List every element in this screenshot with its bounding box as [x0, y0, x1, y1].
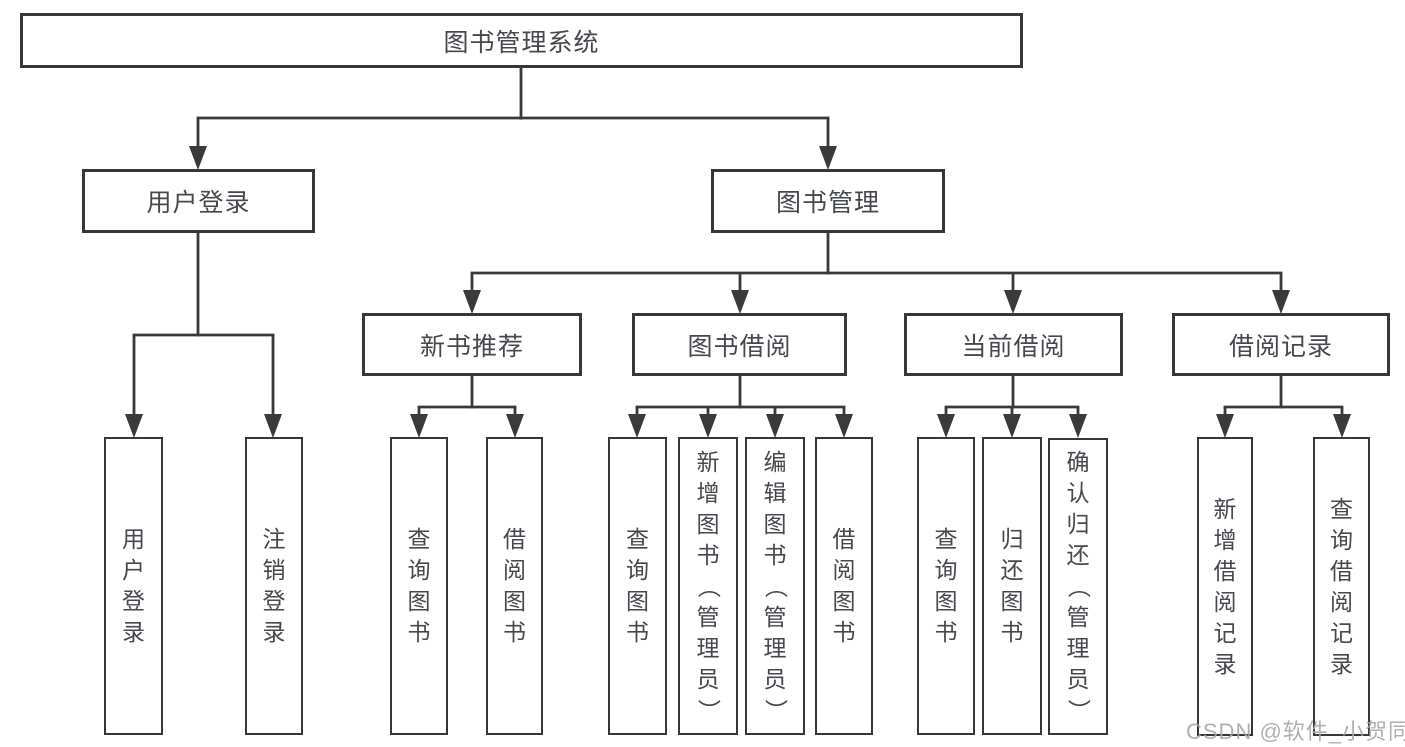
node-user-login: 用户登录 [82, 169, 315, 233]
node-borrow-record: 借阅记录 [1172, 313, 1390, 376]
node-book-management: 图书管理 [711, 169, 945, 233]
node-label: 新书推荐 [419, 332, 524, 361]
node-label: 新增借阅记录 [1213, 495, 1237, 677]
node-label: 借阅图书 [503, 526, 526, 645]
node-current-borrow: 当前借阅 [904, 313, 1123, 376]
node-leaf-current-query: 查询图书 [917, 437, 975, 735]
node-label: 查询图书 [626, 526, 649, 645]
node-label: 查询图书 [934, 526, 958, 645]
node-label: 查询借阅记录 [1330, 495, 1353, 677]
node-label: 编辑图书（管理员） [762, 448, 789, 722]
node-label: 注销登录 [262, 526, 286, 645]
node-label: 借阅记录 [1228, 332, 1333, 361]
watermark: CSDN @软件_小贺同学 [1186, 719, 1405, 744]
node-label: 查询图书 [407, 526, 431, 645]
node-leaf-record-query: 查询借阅记录 [1313, 437, 1370, 736]
node-label: 图书管理 [775, 189, 880, 217]
node-system-root: 图书管理系统 [20, 13, 1023, 68]
node-label: 确认归还（管理员） [1065, 449, 1092, 722]
node-leaf-logout: 注销登录 [245, 437, 303, 735]
node-leaf-bookborrow-query: 查询图书 [608, 437, 667, 735]
node-leaf-newbook-borrow: 借阅图书 [486, 437, 543, 735]
node-label: 借阅图书 [832, 526, 856, 645]
node-label: 用户登录 [146, 189, 251, 217]
node-leaf-bookborrow-borrow: 借阅图书 [815, 437, 873, 735]
node-leaf-bookborrow-add: 新增图书（管理员） [678, 437, 738, 735]
node-label: 图书管理系统 [443, 28, 600, 57]
node-label: 用户登录 [122, 526, 145, 645]
node-label: 新增图书（管理员） [695, 448, 722, 722]
node-new-book-recommend: 新书推荐 [362, 313, 582, 376]
node-book-borrow: 图书借阅 [632, 313, 847, 376]
node-label: 图书借阅 [687, 332, 792, 361]
node-leaf-newbook-query: 查询图书 [390, 437, 448, 735]
node-label: 当前借阅 [961, 332, 1066, 361]
node-leaf-current-confirm: 确认归还（管理员） [1048, 438, 1108, 735]
node-leaf-current-return: 归还图书 [982, 437, 1042, 735]
node-label: 归还图书 [1000, 526, 1024, 645]
node-leaf-record-add: 新增借阅记录 [1197, 437, 1253, 736]
node-leaf-bookborrow-edit: 编辑图书（管理员） [745, 437, 805, 735]
node-leaf-user-login: 用户登录 [104, 437, 163, 735]
